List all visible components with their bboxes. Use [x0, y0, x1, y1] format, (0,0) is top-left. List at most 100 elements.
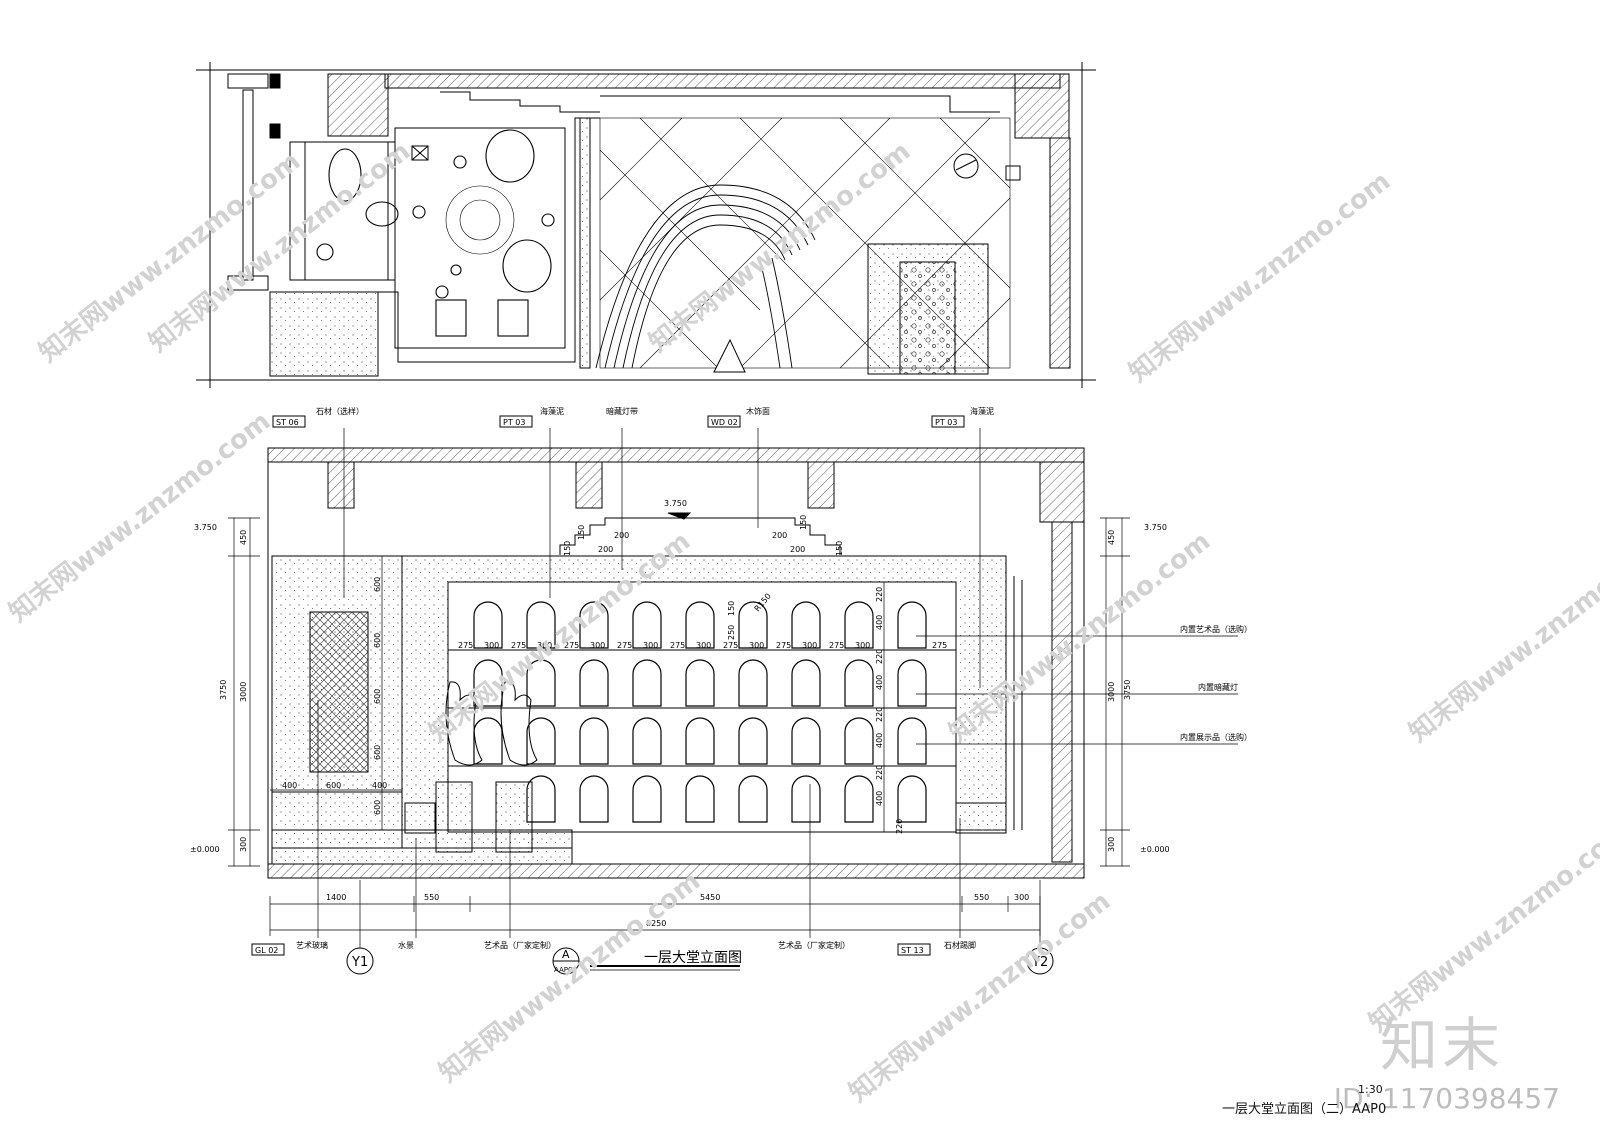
- dim: 300: [855, 641, 870, 650]
- dim: 220: [875, 587, 884, 602]
- niche: [579, 717, 609, 765]
- level-mark: 3.750: [664, 499, 687, 508]
- tag-label: 艺术品（厂家定制）: [484, 940, 556, 950]
- niche: [738, 601, 768, 649]
- dim: 275: [511, 641, 526, 650]
- sheet-title-text: 一层大堂立面图（二）: [1222, 1102, 1353, 1117]
- dim: 275: [564, 641, 579, 650]
- niche: [844, 659, 874, 707]
- tag-code: WD 02: [711, 418, 738, 427]
- tag-label: 艺术玻璃: [296, 940, 328, 950]
- niche: [844, 775, 874, 823]
- niche: [632, 659, 662, 707]
- sheet-partial: AAP0: [1352, 1102, 1387, 1117]
- niche: [897, 659, 927, 707]
- dim: 200: [614, 531, 629, 540]
- niche: [897, 601, 927, 649]
- level-mark: 3.750: [194, 523, 217, 532]
- level-mark: ±0.000: [1140, 845, 1170, 854]
- dim: 220: [875, 649, 884, 664]
- niche: [791, 775, 821, 823]
- tag-label: 石材（选样）: [316, 406, 364, 416]
- dim: 150: [563, 541, 572, 556]
- niche: [473, 659, 503, 707]
- dim: 400: [282, 781, 297, 790]
- tag-label: 海藻泥: [540, 406, 564, 416]
- floor-plan: [196, 62, 1096, 388]
- dim: 400: [875, 675, 884, 690]
- ceiling-slab: [267, 447, 1085, 463]
- niche: [632, 601, 662, 649]
- dim: 450: [1107, 530, 1116, 545]
- elevation-drawing: [228, 415, 1238, 975]
- dim: 300: [484, 641, 499, 650]
- dim: 450: [239, 530, 248, 545]
- dim: 600: [373, 745, 382, 760]
- sculpture-left: [435, 681, 483, 853]
- dim: 150: [799, 515, 808, 530]
- niche: [526, 601, 556, 649]
- dim-overall: 8250: [646, 919, 666, 928]
- dim: 150: [835, 541, 844, 556]
- niche: [791, 659, 821, 707]
- dim: 3750: [219, 680, 228, 700]
- niche: [526, 659, 556, 707]
- elevation-title: 一层大堂立面图: [644, 950, 742, 966]
- niche: [526, 775, 556, 823]
- axis-y2-label: Y2: [1031, 955, 1048, 970]
- dim: 300: [802, 641, 817, 650]
- tag-label: 海藻泥: [970, 406, 994, 416]
- niche: [579, 659, 609, 707]
- tag-label: 艺术品（厂家定制）: [778, 940, 850, 950]
- niche: [685, 717, 715, 765]
- dim: 200: [598, 545, 613, 554]
- dim: 275: [932, 641, 947, 650]
- dim: 300: [537, 641, 552, 650]
- note: 内置暗藏灯: [1198, 682, 1238, 692]
- niche: [526, 717, 556, 765]
- tag-label: 石材踢脚: [944, 940, 976, 950]
- niche: [897, 717, 927, 765]
- dim: 300: [643, 641, 658, 650]
- dim: 275: [458, 641, 473, 650]
- dim: 3750: [1123, 680, 1132, 700]
- niche: [844, 717, 874, 765]
- tag-code: GL 02: [255, 946, 278, 955]
- niche: [685, 601, 715, 649]
- axis-y2-bubble: [1026, 947, 1054, 975]
- niche: [791, 601, 821, 649]
- image-id: ID: 1170398457: [1333, 1082, 1560, 1115]
- dim: 3000: [239, 682, 248, 702]
- dim: 300: [749, 641, 764, 650]
- dim: 220: [895, 819, 904, 834]
- dim: 400: [372, 781, 387, 790]
- niche: [738, 659, 768, 707]
- dim: 400: [875, 733, 884, 748]
- niche-grid: [473, 601, 927, 823]
- niche: [844, 601, 874, 649]
- tag-code: PT 03: [503, 418, 525, 427]
- callout-letter: A: [562, 948, 570, 961]
- dim: 5450: [700, 893, 720, 902]
- dim: 275: [617, 641, 632, 650]
- dim: 550: [974, 893, 989, 902]
- dim: 150: [577, 525, 586, 540]
- niche: [579, 775, 609, 823]
- niche: [473, 601, 503, 649]
- dim: 400: [875, 615, 884, 630]
- niche: [685, 775, 715, 823]
- sheet-scale: 1:30: [1358, 1083, 1383, 1096]
- dim: 600: [326, 781, 341, 790]
- note: 内置展示品（选购）: [1180, 732, 1252, 742]
- dim: 200: [772, 531, 787, 540]
- tag-label: 水景: [398, 940, 414, 950]
- sculpture-right: [495, 681, 538, 853]
- niche: [632, 775, 662, 823]
- level-mark: ±0.000: [190, 845, 220, 854]
- dim: 300: [590, 641, 605, 650]
- dim: 150: [727, 601, 736, 616]
- dim: 220: [875, 707, 884, 722]
- sheet-title: 一层大堂立面图（二）AAP0: [1222, 1098, 1386, 1117]
- axis-y1-label: Y1: [351, 955, 368, 970]
